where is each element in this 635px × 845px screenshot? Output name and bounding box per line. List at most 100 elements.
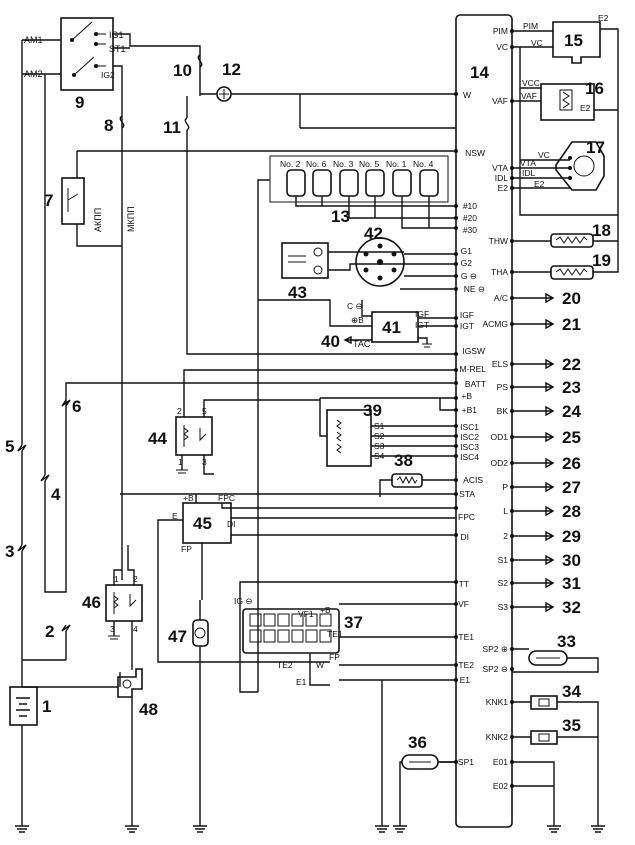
callout-23: 23 — [562, 378, 581, 397]
relay45-fpc-label: FPC — [218, 493, 235, 503]
callout-38: 38 — [394, 451, 413, 470]
callout-44: 44 — [148, 429, 167, 448]
tps-vta-label: VTA — [520, 158, 536, 168]
ecu-pin-sp1: SP1 — [458, 757, 474, 767]
callout-7: 7 — [44, 191, 53, 210]
tps-vc-label: VC — [538, 150, 550, 160]
callout-27: 27 — [562, 478, 581, 497]
callout-18: 18 — [592, 221, 611, 240]
callout-13: 13 — [331, 207, 350, 226]
ecu-right-pins: PIM VC VAF VTA IDL E2 THW THA A/C ACMG E… — [482, 26, 508, 791]
igniter-igt-label: IGT — [415, 320, 429, 330]
relay46-pin2: 2 — [133, 574, 138, 584]
ecu-pin-isc3: ISC3 — [460, 442, 479, 452]
callout-5: 5 — [5, 437, 14, 456]
callout-35: 35 — [562, 716, 581, 735]
injector-label: No. 1 — [386, 159, 407, 169]
main-relay: 2 5 1 3 44 — [148, 369, 456, 475]
injector-no1: No. 1 — [386, 159, 412, 197]
ecu-pin-ne-neg: NE ⊖ — [464, 284, 485, 294]
callout-16: 16 — [585, 79, 604, 98]
ecu-pin-di: DI — [461, 532, 470, 542]
callout-26: 26 — [562, 454, 581, 473]
callout-2: 2 — [45, 622, 54, 641]
fuses: 8 10 11 — [104, 54, 456, 355]
diag-fp-label: FP — [329, 652, 340, 662]
ecu-pin-e1: E1 — [460, 675, 471, 685]
ecu-pin-w: W — [463, 90, 471, 100]
ignition-switch: AM1 AM2 IG1 ST1 IG2 9 — [21, 17, 201, 580]
ecu-pin-ac: A/C — [494, 293, 508, 303]
callout-37: 37 — [344, 613, 363, 632]
ecu-pin-s2: S2 — [498, 578, 509, 588]
callout-6: 6 — [72, 397, 81, 416]
air-flow-meter: 16 VCC VAF E2 — [512, 47, 618, 121]
mkpp-label: МКПП — [126, 206, 136, 232]
ecu-pin-igf: IGF — [460, 310, 474, 320]
coolant-temp-sensor: 18 — [512, 215, 619, 248]
ecu-pin-te1: TE1 — [458, 632, 474, 642]
pickup-coil: 43 — [281, 242, 404, 302]
callout-22: 22 — [562, 355, 581, 374]
relay46-pin4: 4 — [133, 624, 138, 634]
ecu-pin-igsw: IGSW — [462, 346, 485, 356]
igniter-tac-label: TAC — [353, 339, 371, 349]
ecu-pin-sp2-neg: SP2 ⊖ — [482, 664, 508, 674]
ecu-pin-knk2: KNK2 — [486, 732, 508, 742]
injector-no5: No. 5 — [359, 159, 385, 197]
injector-label: No. 4 — [413, 159, 434, 169]
ecu-pin-sp2-pos: SP2 ⊕ — [482, 644, 508, 654]
callout-34: 34 — [562, 682, 581, 701]
relay44-pin2: 2 — [177, 406, 182, 416]
callout-41: 41 — [382, 318, 401, 337]
injector-label: No. 5 — [359, 159, 380, 169]
diagnostic-connector: IG ⊖ VF1 +B TE1 TE2 W FP E1 37 — [234, 300, 456, 693]
afm-vcc-label: VCC — [522, 78, 540, 88]
callout-46: 46 — [82, 593, 101, 612]
injector-label: No. 2 — [280, 159, 301, 169]
speed-sensor-sp1: 36 — [399, 733, 456, 826]
relay45-fp-label: FP — [181, 544, 192, 554]
callout-24: 24 — [562, 402, 581, 421]
ecu-pin-s3: S3 — [498, 602, 509, 612]
callout-43: 43 — [288, 283, 307, 302]
callout-20: 20 — [562, 289, 581, 308]
callout-14: 14 — [470, 63, 489, 82]
ecu-output-wires — [512, 292, 555, 613]
callout-30: 30 — [562, 551, 581, 570]
callout-36: 36 — [408, 733, 427, 752]
callout-15: 15 — [564, 31, 583, 50]
diag-b-label: +B — [320, 605, 331, 615]
ecu-pin-idl: IDL — [495, 173, 509, 183]
map-e2-label: E2 — [598, 13, 609, 23]
ecu-pin-tha: THA — [491, 267, 508, 277]
ecu-pin-od1: OD1 — [491, 432, 509, 442]
relay45-b-label: +B — [183, 493, 194, 503]
ecu-pin-te2: TE2 — [458, 660, 474, 670]
callout-33: 33 — [557, 632, 576, 651]
ecu-body — [455, 14, 513, 828]
ecu-pin-ps: PS — [497, 382, 509, 392]
callout-19: 19 — [592, 251, 611, 270]
fusible-links: 5 4 3 2 6 — [5, 382, 456, 660]
ecu-pin-b1: +B1 — [462, 405, 478, 415]
ecu-pin-p: P — [502, 482, 508, 492]
callout-28: 28 — [562, 502, 581, 521]
callout-3: 3 — [5, 542, 14, 561]
ecu-pin-isc2: ISC2 — [460, 432, 479, 442]
diag-w-label: W — [316, 660, 324, 670]
diag-e1-label: E1 — [296, 677, 307, 687]
ecu-pin-igt: IGT — [460, 321, 474, 331]
ecu-pin-fpc: FPC — [458, 512, 475, 522]
tps-e2-label: E2 — [534, 179, 545, 189]
relay45-di-label: DI — [227, 519, 236, 529]
ecu-pin-e2: E2 — [498, 183, 509, 193]
starter-relay: 1 2 3 4 46 — [82, 545, 143, 670]
check-engine-lamp: 12 — [200, 60, 456, 102]
acis-vsv: 38 — [379, 451, 456, 497]
callout-11: 11 — [163, 118, 181, 137]
relay46-pin1: 1 — [114, 574, 119, 584]
igniter-igf-label: IGF — [415, 309, 429, 319]
st1-label: ST1 — [109, 44, 126, 54]
